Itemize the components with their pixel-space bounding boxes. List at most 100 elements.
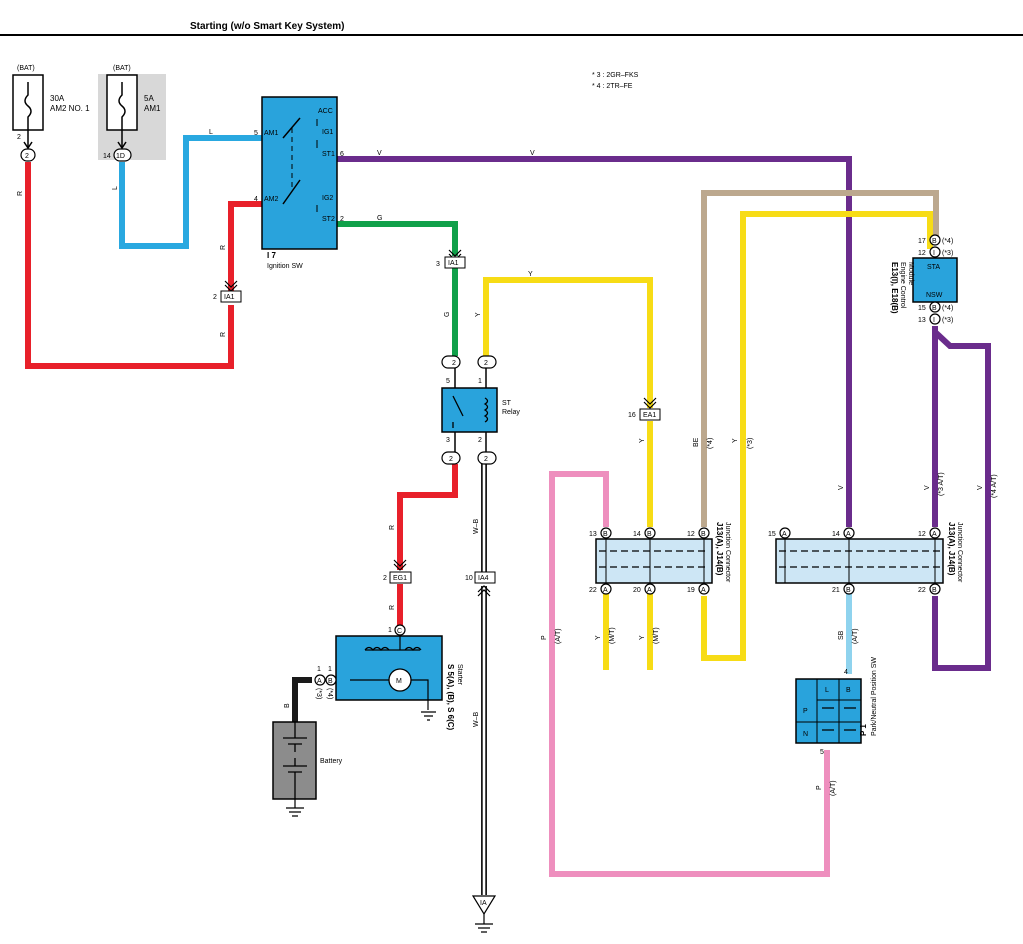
- starter-pin-b: 1: [328, 666, 332, 673]
- ig-term-st1: ST1: [322, 151, 335, 158]
- pnp-cell-l: L: [825, 687, 829, 694]
- ecm-nsw: NSW: [926, 292, 943, 299]
- conn-ia1-left-label: IA1: [224, 294, 235, 301]
- wl-y-mt-22: Y: [595, 635, 602, 640]
- wire-purple-st1: [337, 156, 852, 527]
- jr-conn-12: A: [932, 531, 937, 538]
- ecm-id: E13(I), E18(B): [890, 262, 899, 314]
- relay-pin-5: 5: [446, 378, 450, 385]
- starter: 1 C M 1 1 A B (*3) (*4) S 5(A), (B), S 6…: [314, 624, 463, 731]
- wl-p-right: P: [816, 785, 823, 790]
- jl-conn-13: B: [603, 531, 608, 538]
- ig-term-am1: AM1: [264, 130, 279, 137]
- fuse-am2-no1: (BAT) 30A AM2 NO. 1 2 2: [12, 65, 90, 162]
- ecm-note-17: (*4): [942, 238, 953, 245]
- starter-note-b: (*4): [326, 688, 333, 699]
- wl-l-am1: L: [209, 129, 213, 136]
- conn-eg1-label: EG1: [393, 575, 407, 582]
- wire-black-battery: [292, 677, 312, 722]
- wires: [25, 135, 991, 895]
- wl-sb-note: (A/T): [852, 628, 859, 644]
- wl-r-am2: R: [220, 245, 227, 250]
- ecm-name: Engine Control: [899, 262, 906, 309]
- st-relay: 2 2 5 1 ST Relay 3 2 2 2: [441, 355, 520, 465]
- battery: Battery: [272, 721, 343, 817]
- conn-ea1-pin: 16: [628, 412, 636, 419]
- fuse-am1-element: [118, 82, 126, 130]
- relay-coil: [483, 397, 489, 423]
- ecm-name2: Module: [907, 262, 914, 285]
- jl-pin-22: 22: [589, 587, 597, 594]
- relay-conn-bottom-2: 2: [484, 456, 488, 463]
- conn-ia4-pin: 10: [465, 575, 473, 582]
- wire-red-am2-switch: [228, 201, 262, 291]
- ecm-sta: STA: [927, 264, 940, 271]
- ecm-conn-15: B: [932, 305, 937, 312]
- wire-tan-be: [701, 190, 939, 527]
- page-title: Starting (w/o Smart Key System): [190, 21, 345, 32]
- ecm-pin-12: 12: [918, 250, 926, 257]
- ecm-conn-17: B: [932, 238, 937, 245]
- jr-pin-14: 14: [832, 531, 840, 538]
- note-star3: * 3 : 2GR–FKS: [592, 72, 639, 79]
- wl-y-relay: Y: [528, 271, 533, 278]
- starter-id: S 5(A), (B), S 6(C): [446, 664, 455, 731]
- wl-be-note: (*4): [707, 438, 714, 449]
- note-star4: * 4 : 2TR–FE: [592, 83, 633, 90]
- fuse-am1: (BAT) 5A AM1 14 1D: [98, 65, 166, 162]
- wl-y-vertical: Y: [475, 312, 482, 317]
- ig-id: I 7: [267, 251, 276, 260]
- wl-l-vertical: L: [112, 186, 119, 190]
- relay-name: ST: [502, 400, 512, 407]
- jr-pin-12: 12: [918, 531, 926, 538]
- relay-conn-top-2: 2: [484, 360, 488, 367]
- wire-blue-am1: [119, 135, 262, 249]
- pnp-id: P 1: [859, 724, 868, 736]
- wl-v-jr: V: [838, 485, 845, 490]
- wl-y-star3: Y: [732, 438, 739, 443]
- ig-term-ig1: IG1: [322, 129, 333, 136]
- relay-pin-1: 1: [478, 378, 482, 385]
- ecm-pin-17: 17: [918, 238, 926, 245]
- ig-contact-lower: [282, 179, 301, 205]
- conn-ia1-top-label: IA1: [448, 260, 459, 267]
- ig-pin-st1: 6: [340, 151, 344, 158]
- fuse-am2-conn: 2: [25, 153, 29, 160]
- jr-id: J13(A), J14(B): [947, 522, 956, 576]
- ground-ia-label: IA: [480, 900, 487, 907]
- wl-sb: SB: [838, 630, 845, 640]
- wire-labels: L L R R R V V G G Y Y Y BE (*4) Y (*3) V…: [17, 129, 998, 796]
- conn-ia1-left-pin: 2: [213, 294, 217, 301]
- jl-conn-22: A: [603, 587, 608, 594]
- ecm-conn-12: I: [933, 250, 935, 257]
- jl-name: Junction Connector: [724, 522, 731, 583]
- ig-pin-st2: 2: [340, 216, 344, 223]
- wl-g-st2: G: [377, 215, 382, 222]
- conn-ia4: 10 IA4: [465, 571, 496, 597]
- title-rule: [0, 34, 1023, 36]
- ig-pin-am2: 4: [254, 196, 258, 203]
- wl-r-starter: R: [389, 605, 396, 610]
- wl-p-left: P: [541, 635, 548, 640]
- wl-v-st1-2: V: [530, 150, 535, 157]
- wl-p-right-note: (A/T): [830, 780, 837, 796]
- ig-term-acc: ACC: [318, 108, 333, 115]
- starter-pin-c: 1: [388, 627, 392, 634]
- jr-conn-22: B: [932, 587, 937, 594]
- jl-conn-12: B: [701, 531, 706, 538]
- wl-p-left-note: (A/T): [555, 628, 562, 644]
- starter-coil: [364, 646, 422, 651]
- wl-y-mt-20: Y: [639, 635, 646, 640]
- starter-conn-b: B: [328, 678, 333, 685]
- jl-conn-14: B: [647, 531, 652, 538]
- ig-term-st2: ST2: [322, 216, 335, 223]
- relay-pin-2: 2: [478, 437, 482, 444]
- wire-red-am2-fuse: [25, 162, 234, 369]
- fuse-am1-source: (BAT): [113, 65, 131, 72]
- conn-ea1-label: EA1: [643, 412, 656, 419]
- ig-pin-am1: 5: [254, 130, 258, 137]
- conn-eg1: 2 EG1: [383, 559, 412, 584]
- fuse-am1-conn: 1D: [116, 153, 125, 160]
- wl-v-st1: V: [377, 150, 382, 157]
